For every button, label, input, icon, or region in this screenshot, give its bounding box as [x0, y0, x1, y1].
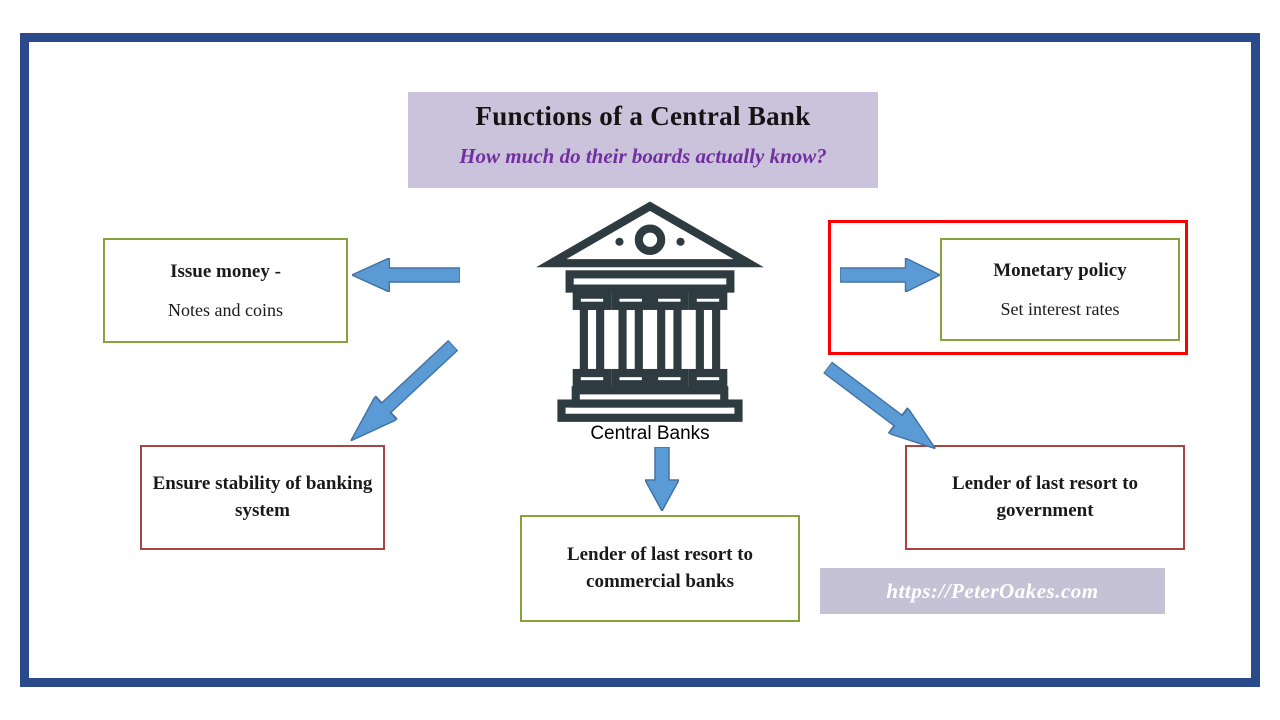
box-lender-government: Lender of last resort to government: [905, 445, 1185, 550]
box-monetary-policy: Monetary policy Set interest rates: [940, 238, 1180, 341]
box-lender-commercial: Lender of last resort to commercial bank…: [520, 515, 800, 622]
footer-watermark-bar: https://PeterOakes.com: [820, 568, 1165, 614]
box-monetary-policy-body: Set interest rates: [1000, 299, 1120, 320]
box-issue-money-body: Notes and coins: [168, 300, 283, 321]
box-lender-commercial-title: Lender of last resort to commercial bank…: [566, 543, 754, 592]
arrow-left-icon: [352, 258, 460, 292]
title-block: Functions of a Central Bank How much do …: [408, 92, 878, 188]
page-title: Functions of a Central Bank: [475, 101, 811, 131]
box-lender-government-title: Lender of last resort to government: [951, 472, 1139, 521]
arrow-right-icon: [840, 258, 940, 292]
box-monetary-policy-title: Monetary policy: [993, 259, 1127, 281]
arrow-down-right-icon: [818, 355, 945, 462]
box-issue-money-title: Issue money -: [170, 260, 281, 282]
central-bank-label: Central Banks: [590, 423, 710, 444]
box-ensure-stability: Ensure stability of banking system: [140, 445, 385, 550]
footer-watermark-text: https://PeterOakes.com: [886, 578, 1099, 603]
box-ensure-stability-title: Ensure stability of banking system: [152, 472, 373, 521]
page-subtitle: How much do their boards actually know?: [459, 144, 827, 168]
bank-building-icon: [533, 196, 767, 422]
arrow-down-left-icon: [340, 334, 464, 453]
box-issue-money: Issue money - Notes and coins: [103, 238, 348, 343]
arrow-down-icon: [645, 447, 679, 511]
